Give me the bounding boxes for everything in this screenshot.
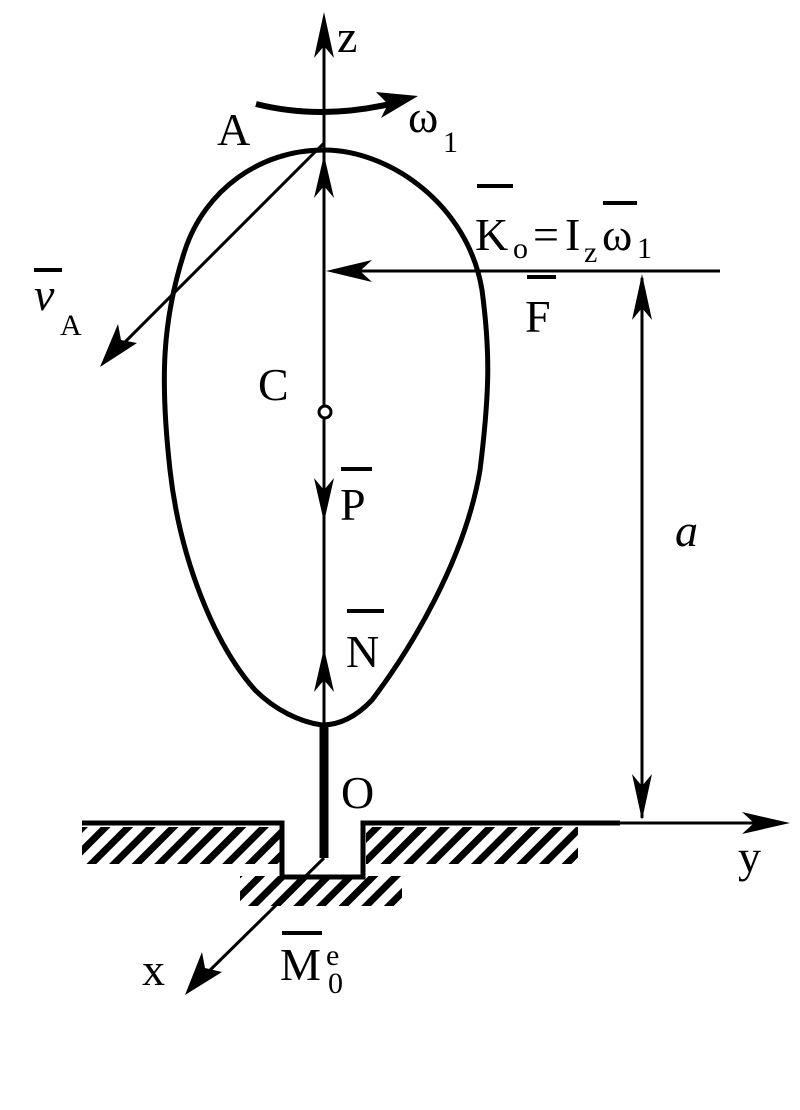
inertia-i-label: I — [565, 209, 580, 260]
moment-m-label: M — [280, 939, 321, 990]
point-c-label: C — [258, 359, 289, 410]
y-axis-label: y — [738, 831, 761, 882]
force-n-label: N — [346, 626, 379, 677]
force-p-arrow — [314, 478, 334, 522]
velocity-label: v — [34, 269, 55, 320]
force-p-label: P — [340, 479, 366, 530]
force-n-arrow — [314, 648, 334, 692]
body-outline — [161, 147, 491, 728]
x-axis-label: x — [142, 944, 165, 995]
force-f-label: F — [525, 291, 551, 342]
inertia-i-subscript: z — [584, 236, 597, 269]
omega-vector-label: ω — [602, 209, 632, 260]
moment-m-subscript: 0 — [328, 967, 343, 1000]
moment-m-superscript: e — [326, 939, 339, 972]
point-c-marker — [317, 404, 333, 420]
omega-vector-subscript: 1 — [637, 232, 652, 265]
omega-label: ω — [408, 91, 438, 142]
point-o-label: O — [341, 767, 374, 818]
velocity-va-vector — [100, 141, 326, 367]
point-a-label: A — [217, 104, 250, 155]
ground-support — [82, 820, 620, 906]
vector-overbars — [34, 184, 637, 935]
velocity-subscript: A — [60, 309, 82, 342]
dimension-a — [632, 274, 652, 820]
force-f-vector — [326, 260, 720, 282]
z-axis — [314, 12, 334, 725]
x-axis — [185, 856, 326, 995]
y-axis — [366, 812, 790, 834]
z-axis-label: z — [337, 11, 357, 62]
momentum-k-label: K — [475, 209, 508, 260]
axis-arrow-mid — [314, 155, 334, 198]
dimension-a-label: a — [675, 505, 698, 556]
omega-subscript: 1 — [443, 126, 458, 159]
rotation-omega-arrow — [255, 92, 418, 118]
equals-sign: = — [533, 209, 559, 260]
momentum-k-subscript: o — [513, 232, 528, 265]
